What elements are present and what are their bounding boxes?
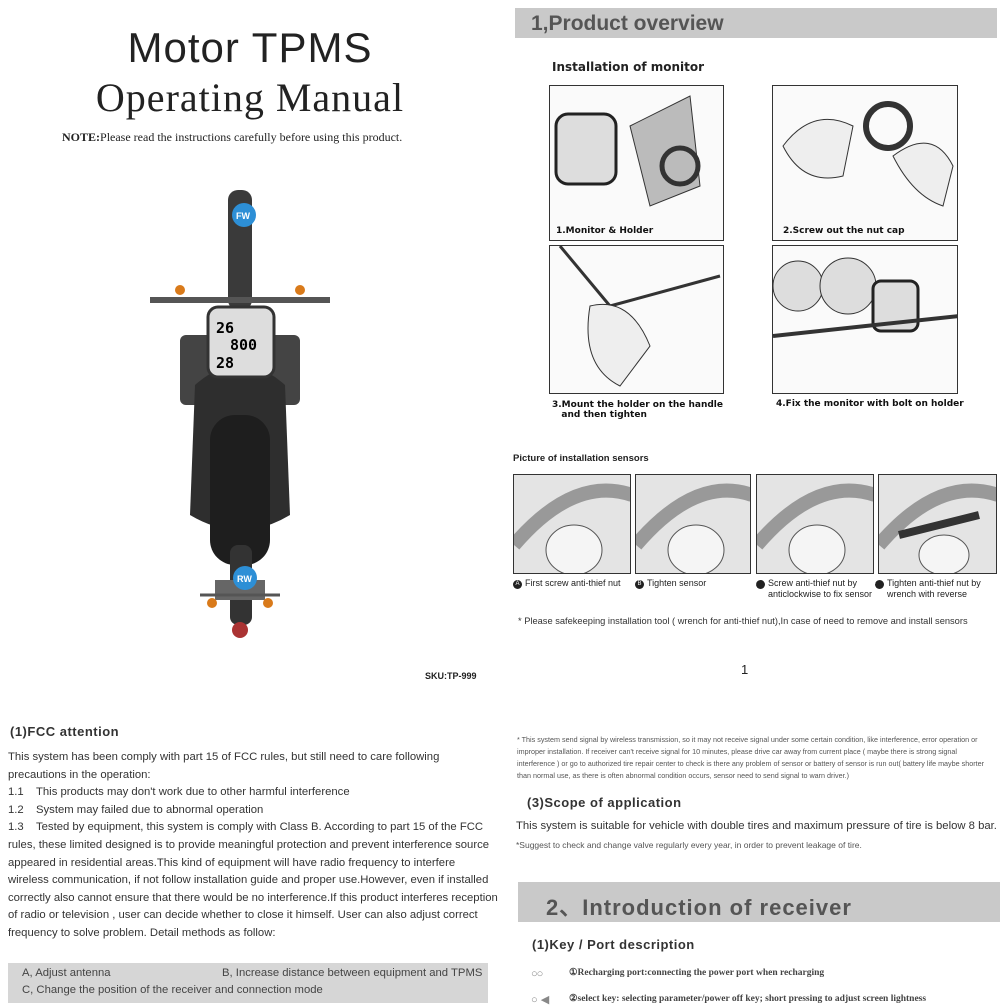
display-line-3: 28 <box>216 354 234 372</box>
step-d-badge: D <box>871 580 884 589</box>
sensor-photo-d <box>878 474 997 574</box>
step-3-image <box>549 245 724 394</box>
display-line-2: 800 <box>230 336 257 354</box>
step-d-text: Tighten anti-thief nut by wrench with re… <box>887 578 981 599</box>
scope-text: This system is suitable for vehicle with… <box>516 820 997 832</box>
display-line-1: 26 <box>216 319 234 337</box>
motorcycle-illustration: 26 800 28 FW RW <box>150 190 330 638</box>
sensors-title: Picture of installation sensors <box>513 453 649 464</box>
step-3-caption: 3.Mount the holder on the handle and the… <box>552 400 723 420</box>
manual-title: Motor TPMS <box>127 24 373 71</box>
sensor-photo-b <box>635 474 751 574</box>
method-c: C, Change the position of the receiver a… <box>22 984 323 996</box>
method-b: B, Increase distance between equipment a… <box>222 967 483 979</box>
key-item-1: ①Recharging port:connecting the power po… <box>569 968 825 978</box>
method-a: A, Adjust antenna <box>22 967 111 979</box>
fcc-item-2: 1.2 System may failed due to abnormal ope… <box>8 802 498 820</box>
item-num: 1.1 <box>8 786 24 799</box>
step-c-badge: C <box>752 580 765 589</box>
wireless-footnote: * This system send signal by wireless tr… <box>517 735 985 780</box>
step-c-text: Screw anti-thief nut by anticlockwise to… <box>768 578 873 599</box>
key-item-2: ②select key: selecting parameter/power o… <box>569 994 927 1004</box>
sensor-photo-c <box>756 474 874 574</box>
step-a-text: First screw anti-thief nut <box>525 578 621 588</box>
step-b-badge: B <box>635 580 644 589</box>
item-num: 1.3 <box>8 821 24 834</box>
front-wheel-label: FW <box>236 211 250 221</box>
page-number: 1 <box>741 662 749 677</box>
fcc-heading: (1)FCC attention <box>10 724 120 739</box>
tool-note: * Please safekeeping installation tool (… <box>518 616 968 626</box>
receiver-header: 2、Introduction of receiver <box>518 882 1000 922</box>
sku: SKU:TP-999 <box>425 671 477 681</box>
manual-subtitle: Operating Manual <box>95 75 405 120</box>
note-label: NOTE: <box>62 130 101 144</box>
scope-heading: (3)Scope of application <box>527 795 682 810</box>
step-1-caption: 1.Monitor & Holder <box>556 226 654 236</box>
step-2-caption: 2.Screw out the nut cap <box>783 226 905 236</box>
fcc-item-1: 1.1 This products may don't work due to o… <box>8 784 498 802</box>
step-1-image: 1.Monitor & Holder <box>549 85 724 241</box>
step-4-caption: 4.Fix the monitor with bolt on holder <box>776 399 964 409</box>
item-num: 1.2 <box>8 803 24 816</box>
key-heading: (1)Key / Port description <box>532 937 695 952</box>
step-4-image <box>772 245 958 394</box>
note: NOTE:Please read the instructions carefu… <box>62 130 402 145</box>
product-overview-header: 1,Product overview <box>515 8 997 38</box>
step-b-text: Tighten sensor <box>647 578 707 588</box>
rear-wheel-badge <box>233 566 257 590</box>
recharging-port-icon: ○○ <box>531 968 543 980</box>
fcc-body: This system has been comply with part 15… <box>8 749 498 943</box>
item-text: Tested by equipment, this system is comp… <box>8 821 498 939</box>
sensor-photo-a <box>513 474 631 574</box>
fcc-methods-box: A, Adjust antenna B, Increase distance be… <box>8 963 488 1003</box>
note-text: Please read the instructions carefully b… <box>100 130 403 144</box>
item-text: System may failed due to abnormal operat… <box>36 803 264 816</box>
scope-suggest: *Suggest to check and change valve regul… <box>516 840 862 850</box>
step-2-image: 2.Screw out the nut cap <box>772 85 958 241</box>
item-text: This products may don't work due to othe… <box>36 786 350 799</box>
install-title: Installation of monitor <box>552 60 705 74</box>
step-a-badge: A <box>513 580 522 589</box>
fcc-intro: This system has been comply with part 15… <box>8 751 440 781</box>
rear-wheel-label: RW <box>237 574 252 584</box>
front-wheel-badge <box>232 203 256 227</box>
